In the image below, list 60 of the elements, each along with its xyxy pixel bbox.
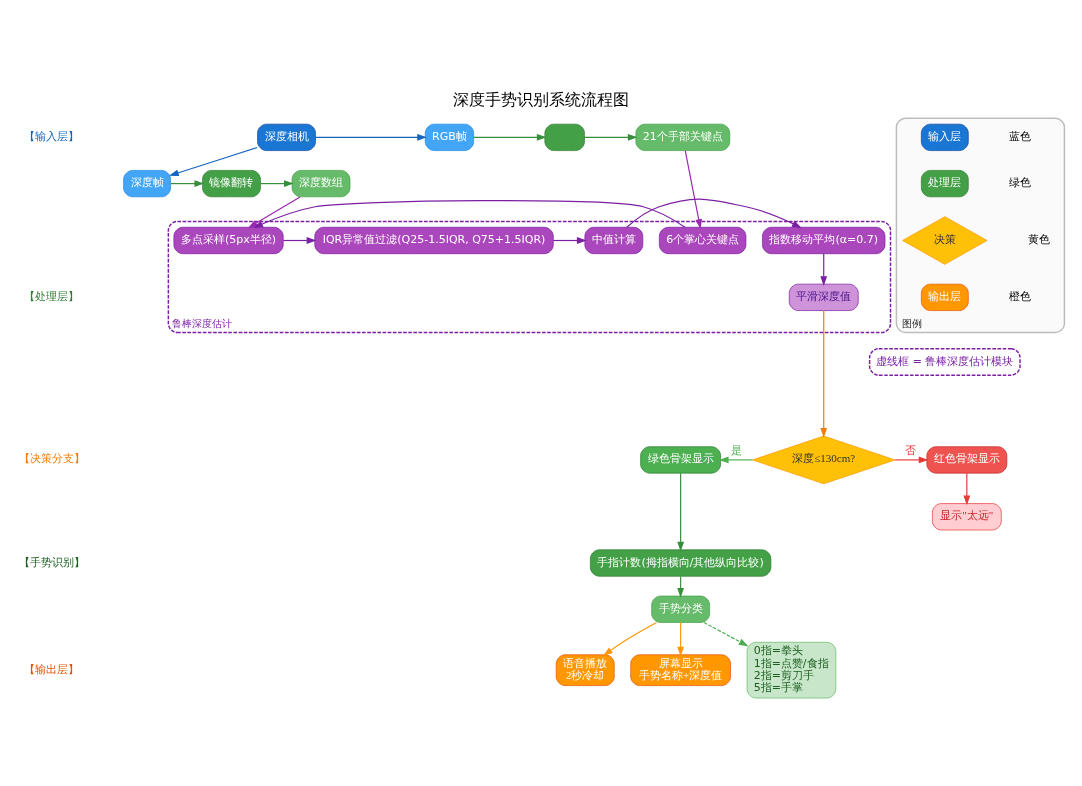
arrow (259, 179, 294, 187)
node-diamond: 深度≤130cm? (752, 435, 896, 484)
arrow (247, 195, 301, 228)
node-box: 0指=拳头 1指=点赞/食指 2指=剪刀手 5指=手掌 (746, 641, 837, 698)
node-box: 显示"太远" (932, 502, 1002, 530)
edge-label: 是 (730, 443, 742, 457)
arrow (552, 236, 587, 244)
arrow (626, 198, 802, 228)
node-box: 深度数组 (291, 169, 351, 197)
node-box: 红色骨架显示 (926, 445, 1008, 473)
arrow (170, 179, 205, 187)
node-box: RGB帧 (424, 123, 475, 151)
arrow (253, 199, 686, 228)
node-box: 中值计算 (584, 226, 644, 254)
node-box: 虚线框 = 鲁棒深度估计模块 (868, 347, 1021, 376)
arrow (894, 456, 929, 463)
arrow (583, 133, 638, 141)
arrow (684, 149, 702, 229)
node-box: 平滑深度值 (788, 283, 859, 311)
label: 【处理层】 (24, 289, 80, 302)
node-box: 手势分类 (651, 595, 710, 623)
node-box: 语音播放 2秒冷却 (555, 653, 615, 686)
arrow (677, 472, 684, 552)
arrow (315, 133, 427, 141)
arrow (603, 621, 658, 656)
label: 【输出层】 (24, 662, 80, 675)
node-box: IQR异常值过滤(Q25-1.5IQR, Q75+1.5IQR) (314, 226, 554, 254)
label: 蓝色 (1009, 129, 1032, 143)
label: 【手势识别】 (18, 555, 85, 568)
arrow (473, 133, 547, 141)
diagram-title: 深度手势识别系统流程图 (453, 90, 629, 108)
label: 【输入层】 (24, 129, 80, 142)
node-box: 处理层 (920, 169, 969, 197)
arrow (282, 236, 317, 244)
arrow (703, 621, 749, 646)
node-box: 绿色骨架显示 (640, 445, 721, 473)
label: 【决策分支】 (18, 451, 85, 464)
node-box: 多点采样(5px半径) (173, 226, 284, 254)
label: 橙色 (1009, 289, 1032, 303)
arrow (963, 472, 971, 505)
node-box: 手指计数(拇指横向/其他纵向比较) (590, 548, 772, 577)
label: 黄色 (1027, 232, 1050, 246)
node-box: 指数移动平均(α=0.7) (762, 226, 886, 254)
arrow (169, 146, 258, 176)
label: 绿色 (1009, 175, 1032, 189)
arrow (820, 309, 828, 438)
node-box: 输出层 (920, 283, 969, 311)
arrow (718, 456, 754, 463)
node-box: 屏幕显示 手势名称+深度值 (630, 653, 731, 686)
node-box: 深度帧 (123, 169, 171, 197)
edge-label: 否 (905, 443, 917, 457)
node-box (544, 123, 585, 151)
node-box: 镜像翻转 (202, 169, 261, 197)
arrow (820, 252, 828, 286)
node-box: 深度相机 (257, 123, 316, 151)
arrow (677, 621, 684, 657)
node-box: 6个掌心关键点 (658, 226, 747, 254)
node-box: 输入层 (920, 123, 969, 151)
node-box: 21个手部关键点 (635, 123, 731, 151)
node-diamond: 决策 (902, 215, 988, 265)
